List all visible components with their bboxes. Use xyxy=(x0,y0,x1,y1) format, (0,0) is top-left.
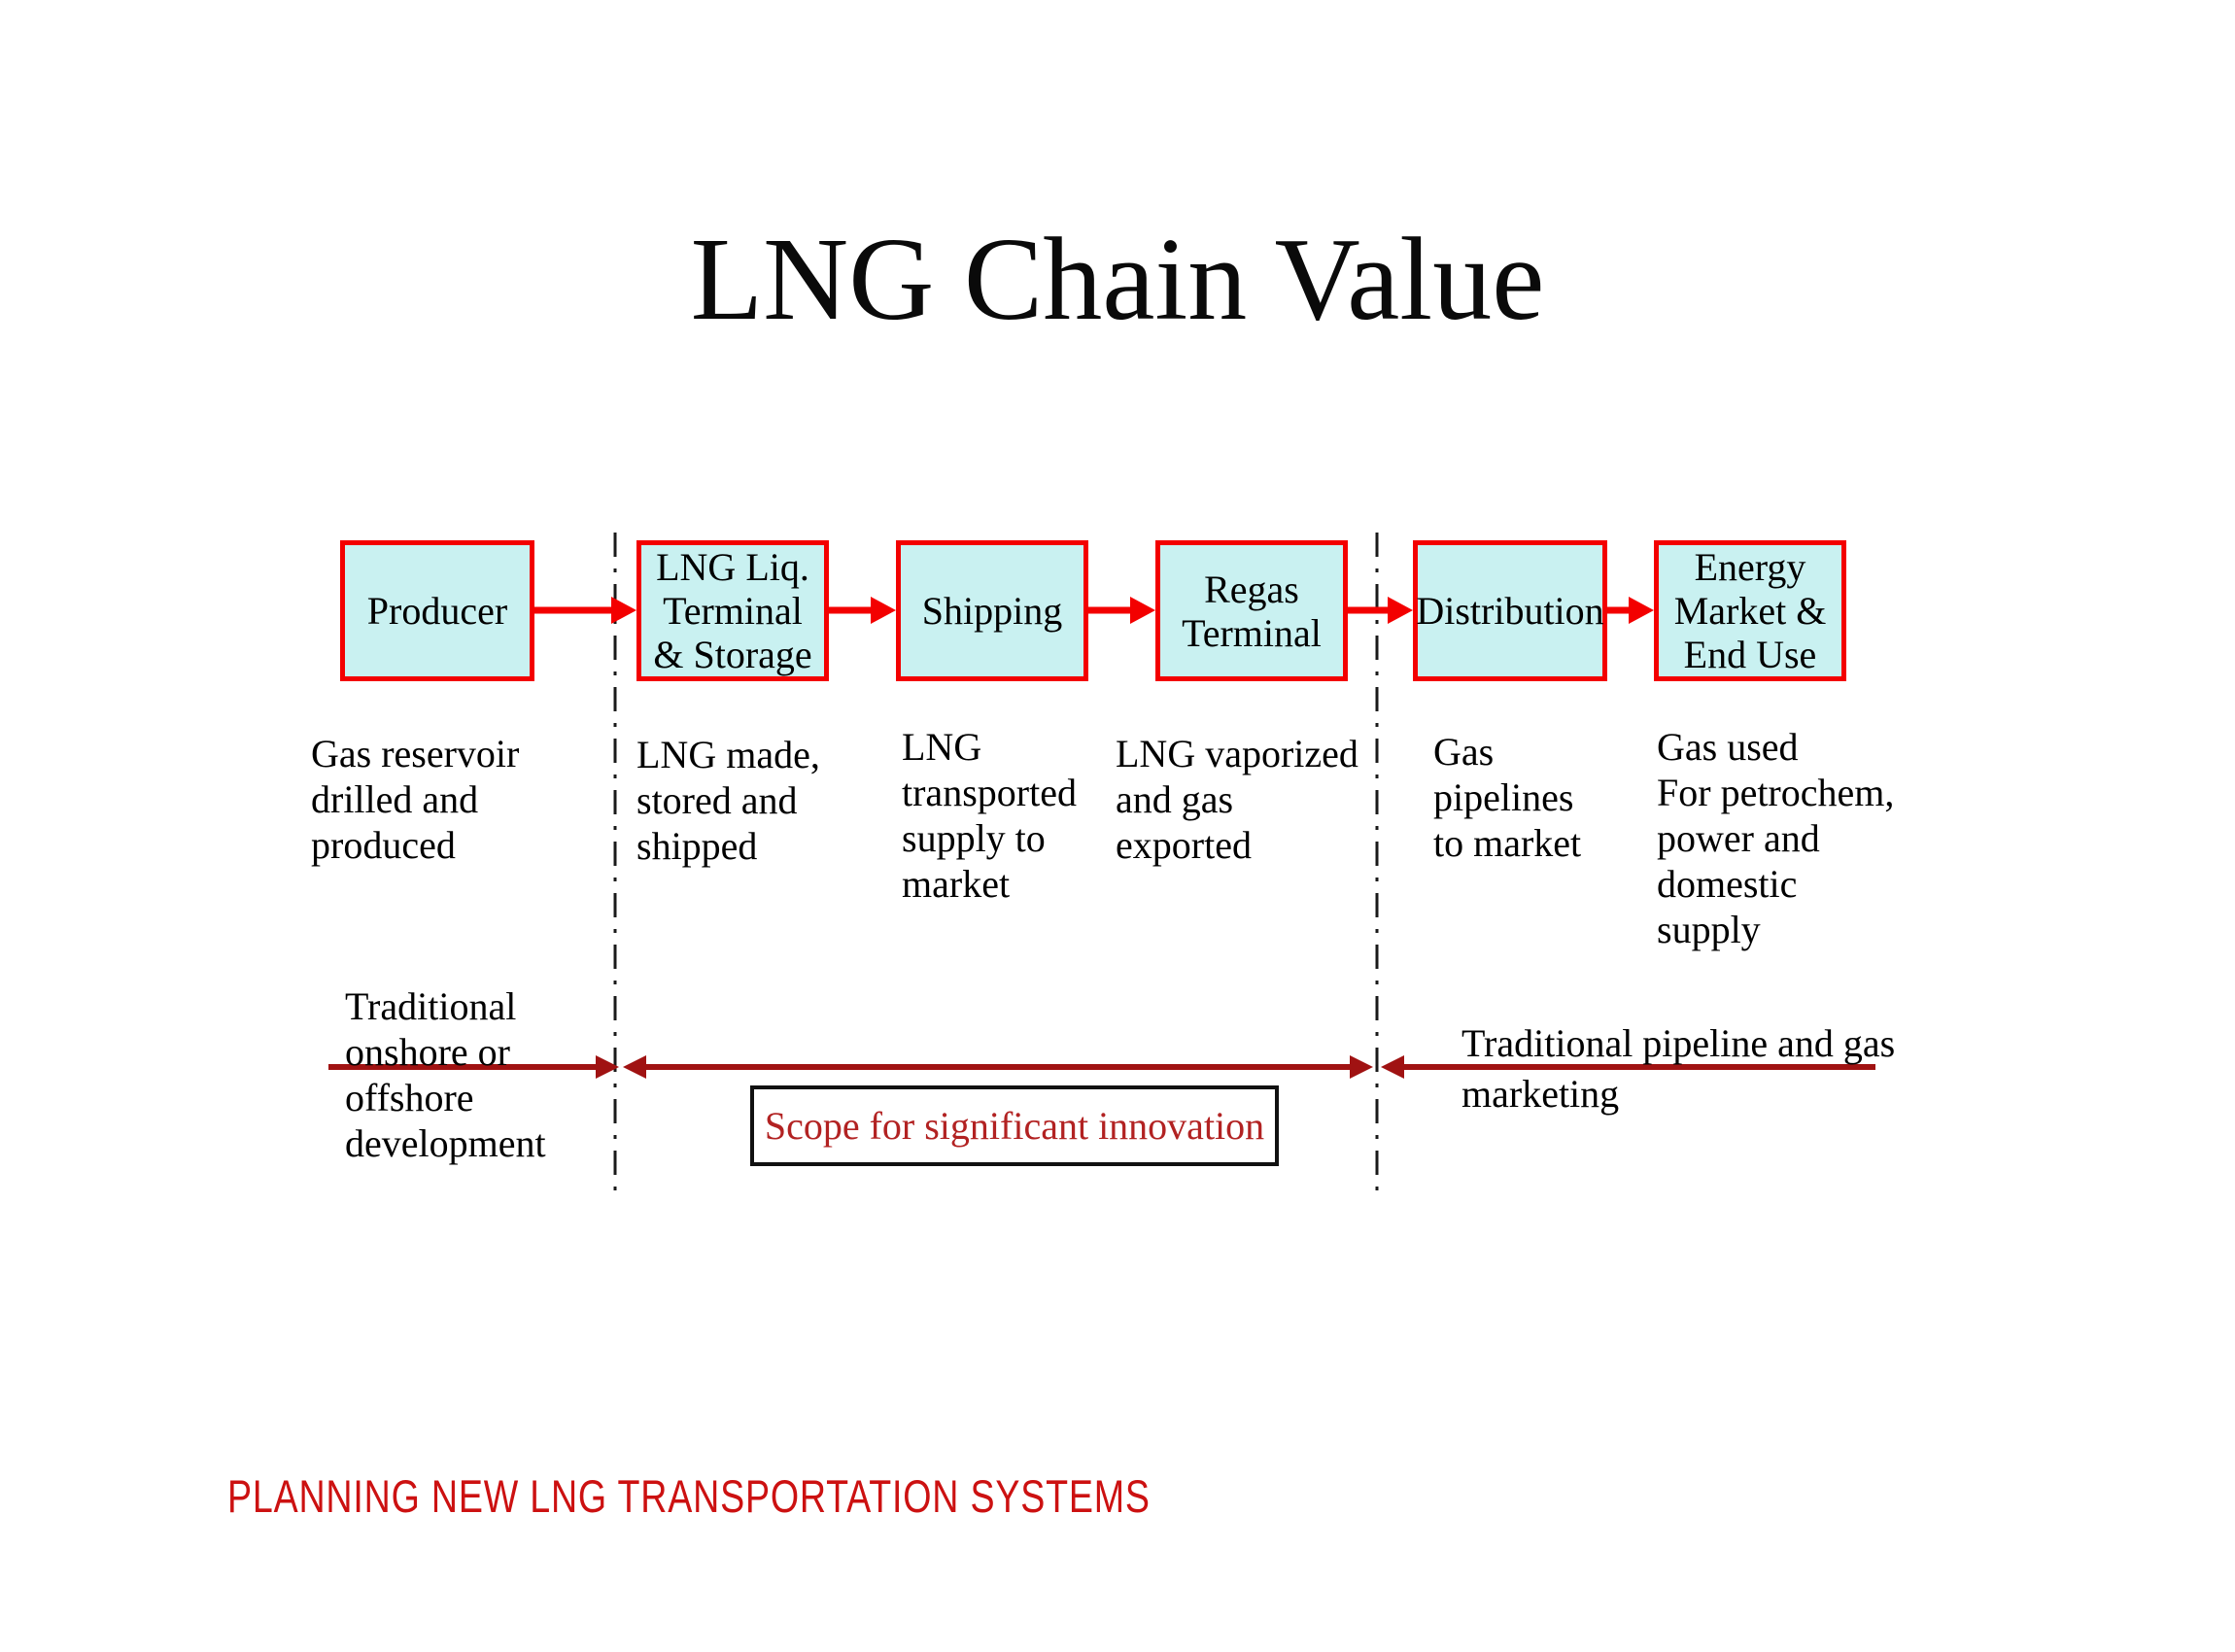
chain-box-liquefaction-terminal: LNG Liq. Terminal & Storage xyxy=(636,540,829,681)
description-shipping: LNG transported supply to market xyxy=(902,725,1077,906)
left-span-arrow-icon xyxy=(328,1055,619,1079)
flow-arrow-icon xyxy=(1607,597,1654,624)
flow-arrow-icon xyxy=(829,597,896,624)
flow-arrow-icon xyxy=(1088,597,1155,624)
middle-span-arrow-icon xyxy=(623,1055,1373,1079)
chain-box-shipping: Shipping xyxy=(896,540,1088,681)
scope-innovation-box: Scope for significant innovation xyxy=(750,1085,1279,1166)
description-energy-market: Gas used For petrochem, power and domest… xyxy=(1657,725,1895,951)
page-title: LNG Chain Value xyxy=(690,214,1545,345)
chain-box-distribution: Distribution xyxy=(1413,540,1607,681)
footer-title: PLANNING NEW LNG TRANSPORTATION SYSTEMS xyxy=(227,1470,1151,1522)
description-producer: Gas reservoir drilled and produced xyxy=(311,732,520,867)
right-span-arrow-icon xyxy=(1381,1055,1875,1079)
flow-arrows xyxy=(534,597,1654,624)
flow-arrow-icon xyxy=(1348,597,1413,624)
flow-arrow-icon xyxy=(534,597,636,624)
description-distribution: Gas pipelines to market xyxy=(1433,730,1582,865)
span-arrows xyxy=(328,1055,1875,1079)
label-traditional-pipeline-marketing: Traditional pipeline and gas marketing xyxy=(1461,1021,1896,1116)
description-regas-terminal: LNG vaporized and gas exported xyxy=(1116,732,1358,867)
chain-box-regas-terminal: Regas Terminal xyxy=(1155,540,1348,681)
chain-box-producer: Producer xyxy=(340,540,534,681)
chain-box-energy-market: Energy Market & End Use xyxy=(1654,540,1846,681)
description-liquefaction-terminal: LNG made, stored and shipped xyxy=(636,733,820,868)
label-traditional-development: Traditional onshore or offshore developm… xyxy=(345,984,546,1165)
scope-innovation-label: Scope for significant innovation xyxy=(764,1104,1265,1148)
